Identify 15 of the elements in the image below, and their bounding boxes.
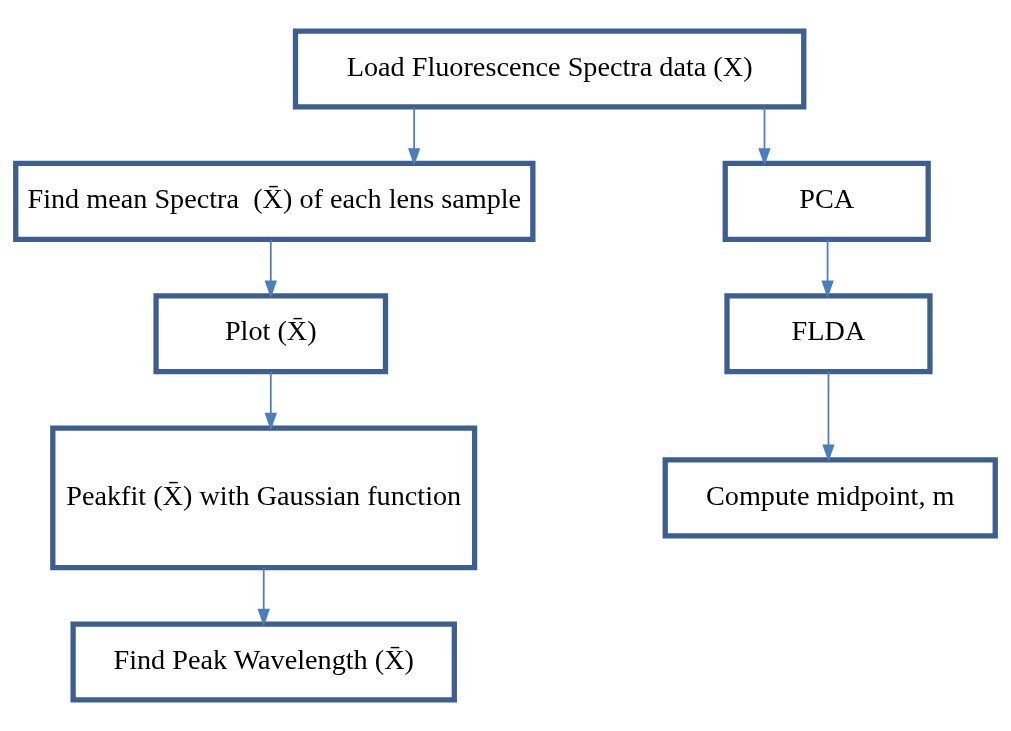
node-box: Peakfit (X̄) with Gaussian function [50, 425, 478, 571]
arrow [821, 238, 834, 299]
arrow [408, 106, 421, 166]
arrow [264, 238, 277, 299]
node-box: PCA [722, 160, 931, 242]
node-box: Find mean Spectra (X̄) of each lens sample [13, 160, 536, 242]
node-box: Plot (X̄) [153, 293, 389, 375]
arrow [822, 370, 835, 463]
node-box: Find Peak Wavelength (X̄) [70, 621, 457, 703]
node-box: Compute midpoint, m [662, 457, 998, 539]
arrow [257, 567, 270, 627]
node-box: FLDA [724, 293, 933, 375]
arrow [264, 370, 277, 431]
node-box: Load Fluorescence Spectra data (X) [292, 28, 807, 110]
arrow [758, 106, 771, 166]
